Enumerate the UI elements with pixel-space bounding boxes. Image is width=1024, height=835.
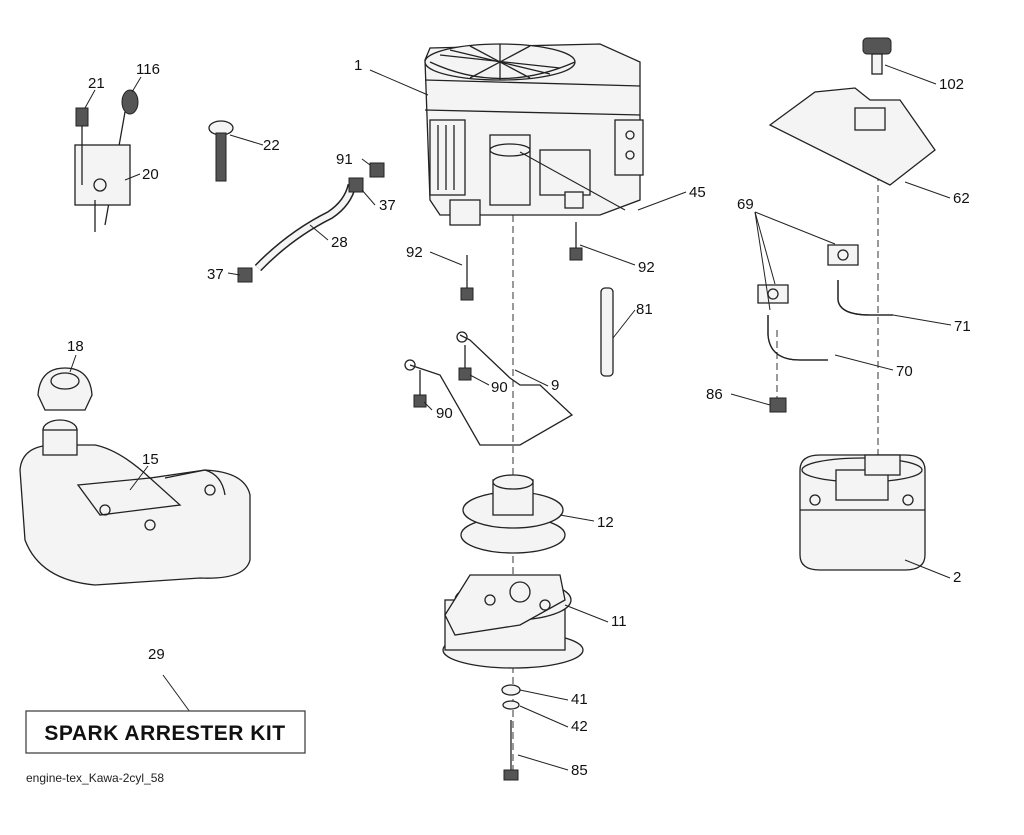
callout-20: 20 — [142, 166, 159, 183]
callout-92-left: 92 — [406, 244, 423, 261]
callout-42: 42 — [571, 718, 588, 735]
choke-knob — [208, 120, 234, 182]
heat-shield — [768, 87, 936, 186]
callout-12: 12 — [597, 514, 614, 531]
spark-arrester-kit-box — [25, 710, 306, 754]
fuel-cap — [37, 367, 93, 411]
callout-62: 62 — [953, 190, 970, 207]
callout-15: 15 — [142, 451, 159, 468]
spark-arrester-kit-label: SPARK ARRESTER KIT — [44, 722, 285, 745]
callout-85: 85 — [571, 762, 588, 779]
fuel-tank — [19, 419, 251, 586]
heat-shield-knob — [862, 37, 892, 75]
throttle-control — [74, 89, 139, 232]
muffler — [799, 454, 926, 571]
callout-41: 41 — [571, 691, 588, 708]
bolt-92-right — [569, 222, 583, 261]
leader-lines — [69, 64, 952, 771]
callout-90-lower: 90 — [436, 405, 453, 422]
callout-69: 69 — [737, 196, 754, 213]
callout-91: 91 — [336, 151, 353, 168]
callout-22: 22 — [263, 137, 280, 154]
callout-21: 21 — [88, 75, 105, 92]
callout-92-right: 92 — [638, 259, 655, 276]
callout-labels: 1 2 9 11 12 15 18 20 21 22 28 29 37 37 4… — [67, 57, 971, 779]
callout-2: 2 — [953, 569, 961, 586]
callout-90-upper: 90 — [491, 379, 508, 396]
callout-37-upper: 37 — [379, 197, 396, 214]
washer-42 — [502, 700, 520, 710]
callout-28: 28 — [331, 234, 348, 251]
callout-71: 71 — [954, 318, 971, 335]
callout-11: 11 — [611, 613, 627, 630]
exhaust-gaskets — [757, 244, 859, 304]
bolt-90-upper — [458, 345, 472, 381]
diagram-code: engine-tex_Kawa-2cyl_58 — [26, 771, 164, 785]
callout-1: 1 — [354, 57, 362, 74]
callout-102: 102 — [939, 76, 964, 93]
callout-29: 29 — [148, 646, 165, 663]
bolt-92-left — [460, 255, 474, 301]
washer-41 — [501, 684, 521, 696]
bolt-85 — [503, 720, 519, 781]
callout-81: 81 — [636, 301, 653, 318]
callout-37-lower: 37 — [207, 266, 224, 283]
heat-shield-tab — [854, 107, 886, 131]
exhaust-pipe-71 — [837, 280, 893, 316]
engine-pulley — [460, 474, 566, 554]
callout-18: 18 — [67, 338, 84, 355]
callout-86: 86 — [706, 386, 723, 403]
bolt-90-lower — [413, 370, 427, 408]
pto-clutch — [442, 574, 584, 669]
callout-116: 116 — [136, 61, 160, 78]
exhaust-nut — [769, 397, 787, 413]
fuel-filter-fitting — [369, 162, 385, 178]
engine — [424, 43, 644, 226]
dowel-pin — [600, 287, 614, 377]
fuel-clamp-lower — [237, 267, 253, 283]
callout-70: 70 — [896, 363, 913, 380]
fuel-clamp-upper — [348, 177, 364, 193]
callout-9: 9 — [551, 377, 559, 394]
callout-45: 45 — [689, 184, 706, 201]
wire-bracket — [409, 334, 574, 446]
